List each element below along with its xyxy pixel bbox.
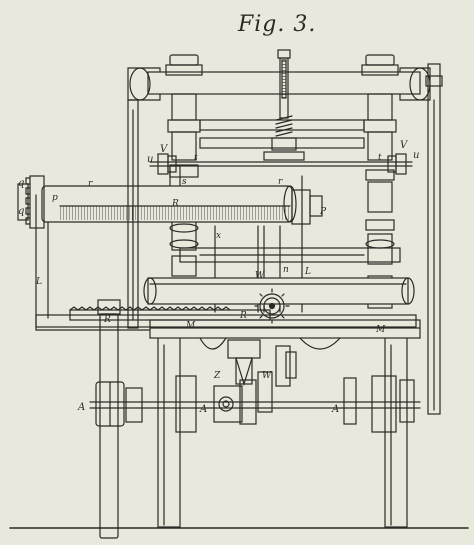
crank-handle	[95, 299, 125, 539]
label-M-right: M	[375, 325, 386, 335]
label-p-left: p	[52, 193, 58, 203]
label-r-right: r	[278, 177, 283, 187]
frame-legs	[157, 334, 408, 528]
figure-title: Fig. 3.	[238, 12, 317, 37]
label-L-right: L	[304, 267, 311, 277]
upper-drive-shaft	[149, 153, 413, 191]
label-R-upper: R	[171, 199, 179, 209]
label-M-left: M	[185, 321, 196, 331]
top-beam	[127, 67, 431, 101]
label-A-right: A	[331, 404, 339, 415]
label-s: s	[182, 177, 187, 187]
lower-bed	[35, 314, 421, 339]
label-A-mid: A	[199, 404, 207, 415]
label-A-left: A	[77, 402, 85, 413]
right-side-rod	[425, 63, 443, 415]
lower-axle	[89, 375, 421, 433]
rack-bar	[69, 306, 271, 321]
label-Z: Z	[213, 371, 221, 381]
center-mechanism	[199, 337, 341, 413]
cylinder	[17, 175, 323, 229]
label-R-gear: R	[239, 311, 247, 321]
lower-roller-block	[143, 277, 415, 305]
label-L-left: L	[35, 277, 42, 287]
label-V-right: V	[400, 140, 409, 151]
label-P: P	[319, 207, 327, 217]
label-t-mid: t	[194, 153, 198, 163]
left-side-rod	[127, 99, 139, 329]
label-n: n	[283, 265, 289, 275]
label-u-right: u	[413, 150, 419, 161]
label-q-bottom: q	[18, 206, 24, 217]
label-t-right: t	[378, 153, 382, 163]
label-R-lower: R	[103, 315, 111, 325]
gear-wheel	[254, 288, 290, 324]
center-screw	[263, 49, 305, 161]
label-x: x	[216, 231, 221, 241]
label-r-left: r	[88, 179, 93, 189]
letter-labels: V u s t t V u q q r r p R P x L W n L R …	[18, 140, 419, 415]
label-V-left: V	[160, 144, 169, 155]
label-W-upper: W	[255, 271, 265, 281]
label-W-lower: W	[262, 371, 272, 381]
label-q-top: q	[18, 178, 24, 189]
label-u-left: u	[147, 154, 153, 165]
